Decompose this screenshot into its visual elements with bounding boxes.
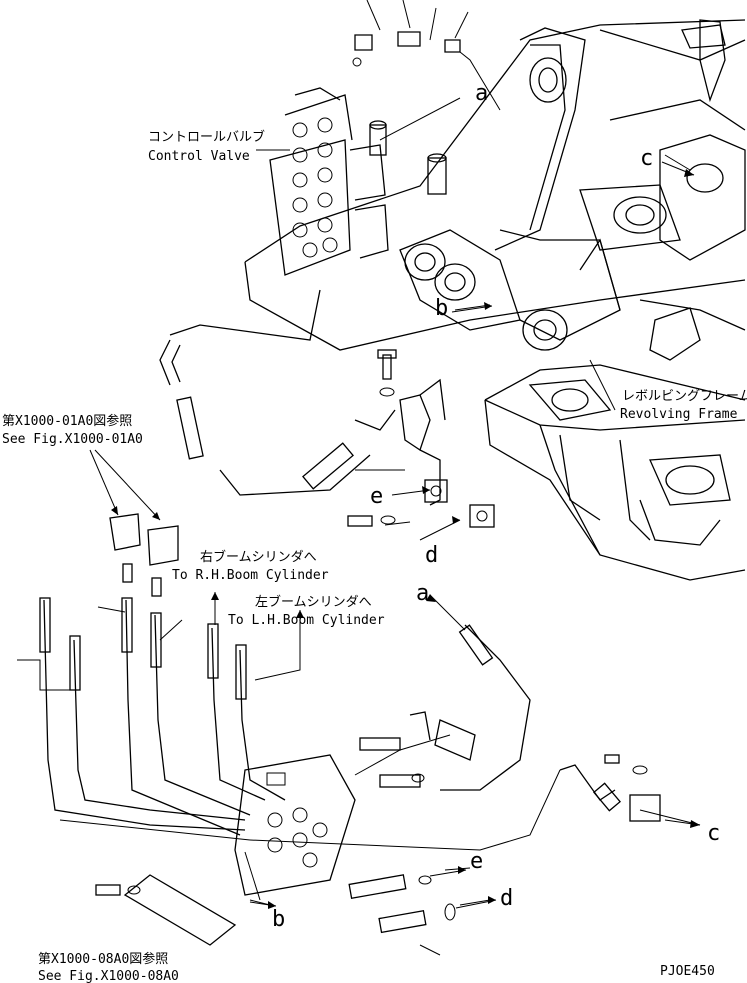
brackets-drawing: [109, 513, 179, 597]
revolving-frame-label-en: Revolving Frame: [620, 407, 738, 422]
revolving-frame-drawing: [244, 19, 746, 581]
lh-boom-label-en: To L.H.Boom Cylinder: [228, 613, 385, 628]
callout-e-mid: e: [370, 484, 383, 509]
see-fig-a-label-jp: 第X1000-01A0図参照: [2, 413, 132, 429]
control-valve-drawing: [269, 0, 501, 276]
leader-lines: [17, 97, 701, 956]
callout-a-mid: a: [416, 581, 429, 606]
control-valve-label-en: Control Valve: [148, 149, 250, 164]
hose-lines: [159, 289, 495, 528]
control-valve-label-jp: コントロールバルブ: [148, 129, 265, 145]
revolving-frame-label-jp: レボルビングフレーム: [622, 389, 747, 404]
see-fig-a-label-en: See Fig.X1000-01A0: [2, 432, 143, 447]
callout-e-bottom: e: [470, 849, 483, 874]
callout-d-mid: d: [425, 543, 438, 568]
lh-boom-label-jp: 左ブームシリンダへ: [255, 594, 372, 610]
callout-arrows: [111, 161, 701, 909]
callout-b-top: b: [435, 296, 448, 321]
callout-b-bottom: b: [272, 907, 285, 932]
callout-a-top: a: [475, 81, 488, 106]
see-fig-b-label-en: See Fig.X1000-08A0: [38, 969, 179, 983]
see-fig-b-label-jp: 第X1000-08A0図参照: [38, 951, 168, 967]
callout-c-right: c: [707, 821, 720, 846]
callout-c-top: c: [640, 146, 653, 171]
lower-piping-assembly: [39, 597, 661, 946]
callout-d-bottom: d: [500, 886, 513, 911]
rh-boom-label-jp: 右ブームシリンダへ: [200, 549, 317, 565]
drawing-code: PJOE450: [660, 964, 715, 979]
valve-spools: [292, 117, 338, 258]
rh-boom-label-en: To R.H.Boom Cylinder: [172, 568, 329, 583]
